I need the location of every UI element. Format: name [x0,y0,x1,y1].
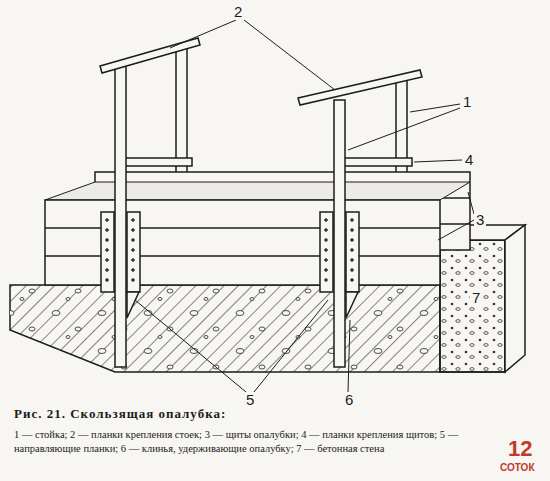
callout-number: 3 [474,212,486,228]
plank-hole [106,259,109,262]
callout-number: 6 [343,392,355,408]
plank-hole [325,229,328,232]
plank-hole [132,269,135,272]
figure-caption: Рис. 21. Скользящая опалубка: [14,406,226,422]
plank-hole [132,229,135,232]
plank-hole [325,239,328,242]
plank-hole [351,219,354,222]
plank-hole [106,239,109,242]
plank-hole [325,259,328,262]
callout-number: 2 [232,4,244,20]
plank-hole [132,239,135,242]
callout-number: 1 [461,94,473,110]
plank-hole [106,269,109,272]
plank-hole [325,269,328,272]
watermark-text: СОТОК [500,462,535,474]
plank-hole [351,239,354,242]
plank-hole [351,259,354,262]
callout-number: 7 [470,290,482,306]
plank-hole [106,249,109,252]
plank-hole [132,259,135,262]
callout-number: 4 [463,152,475,168]
watermark-number: 12 [508,438,532,460]
plank-hole [106,229,109,232]
plank-hole [351,279,354,282]
plank-hole [106,219,109,222]
legend-text: 1 — стойка; 2 — планки крепления стоек; … [14,428,482,456]
plank-hole [132,249,135,252]
plank-hole [132,219,135,222]
plank-hole [325,279,328,282]
plank-hole [132,279,135,282]
plank-hole [351,229,354,232]
plank-hole [325,219,328,222]
plank-hole [351,249,354,252]
plank-hole [351,269,354,272]
plank-hole [325,249,328,252]
plank-hole [106,279,109,282]
callout-number: 5 [244,392,256,408]
